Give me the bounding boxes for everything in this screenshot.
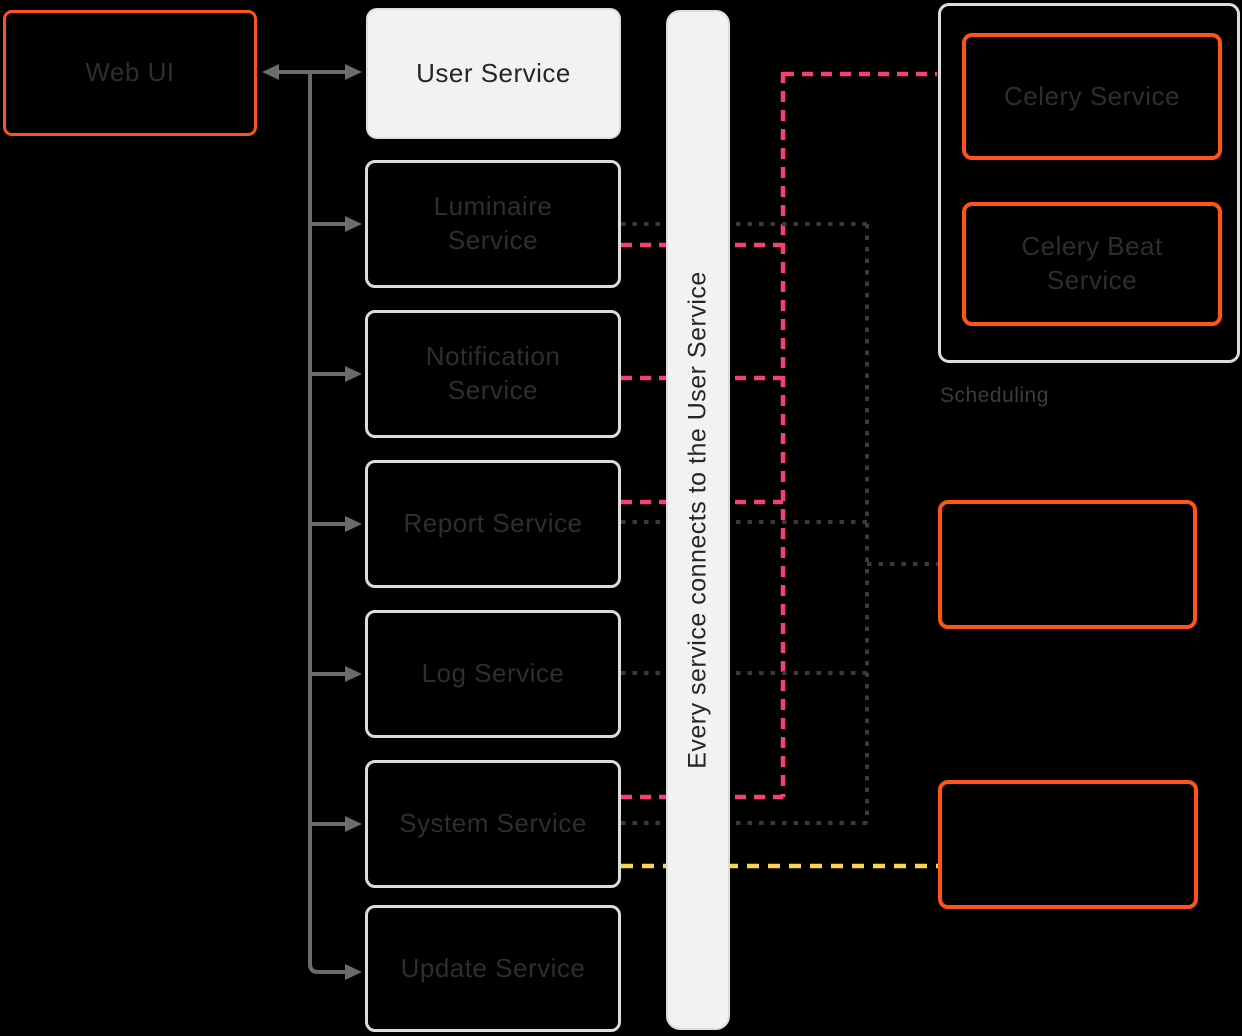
system-service-label: System Service: [399, 808, 587, 839]
empty-orange-box-top: [938, 500, 1197, 629]
user-service-bus-bar: Every service connects to the User Servi…: [666, 10, 730, 1030]
system-service-node: System Service: [365, 760, 621, 888]
gray-dotted-bus: [621, 222, 938, 825]
scheduling-caption: Scheduling: [940, 384, 1049, 407]
celery-beat-service-node: Celery Beat Service: [962, 202, 1222, 326]
web-ui-node: Web UI: [3, 10, 257, 136]
luminaire-service-node: Luminaire Service: [365, 160, 621, 288]
log-service-node: Log Service: [365, 610, 621, 738]
empty-orange-box-bottom: [938, 780, 1198, 909]
user-service-node: User Service: [366, 8, 621, 139]
report-service-node: Report Service: [365, 460, 621, 588]
report-service-label: Report Service: [403, 508, 583, 539]
scheduling-group-box: [938, 3, 1240, 363]
bus-bar-label: Every service connects to the User Servi…: [683, 271, 712, 769]
notification-service-label: Notification Service: [425, 341, 561, 405]
luminaire-service-label: Luminaire Service: [433, 191, 553, 255]
celery-service-node: Celery Service: [962, 33, 1222, 160]
notification-service-node: Notification Service: [365, 310, 621, 438]
log-service-label: Log Service: [421, 658, 565, 689]
web-ui-label: Web UI: [85, 57, 175, 88]
update-service-label: Update Service: [400, 952, 586, 983]
celery-beat-service-label: Celery Beat Service: [1021, 231, 1163, 295]
user-service-label: User Service: [416, 57, 571, 88]
solid-arrow-tree: [262, 64, 362, 980]
update-service-node: Update Service: [365, 905, 621, 1032]
celery-service-label: Celery Service: [1003, 80, 1181, 111]
